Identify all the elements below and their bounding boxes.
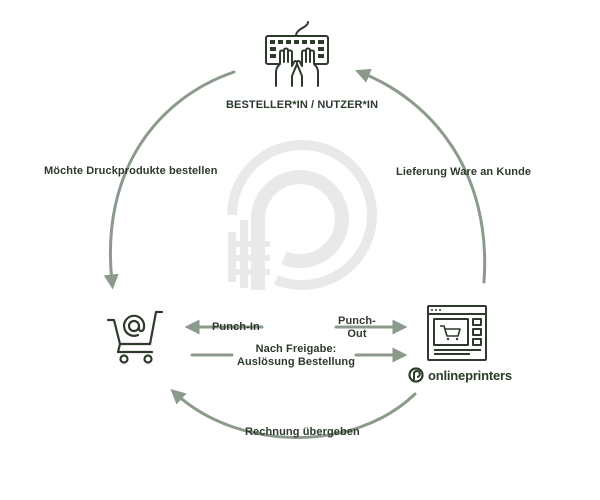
onlineprinters-brand: onlineprinters bbox=[408, 367, 512, 383]
buyer-label: BESTELLER*IN / NUTZER*IN bbox=[226, 99, 379, 111]
arrow-shop-to-buyer bbox=[355, 68, 487, 284]
shopping-cart-at-icon bbox=[106, 310, 164, 364]
arrow-shop-to-cart bbox=[170, 388, 417, 439]
web-shop-window-icon bbox=[427, 305, 487, 361]
watermark-logo-icon bbox=[227, 140, 377, 290]
edge-label-approval-line2: Auslösung Bestellung bbox=[236, 356, 356, 368]
edge-label-punch-out-line1: Punch- bbox=[338, 315, 376, 327]
onlineprinters-logo-icon bbox=[408, 367, 424, 383]
edge-label-approval-line1: Nach Freigabe: bbox=[255, 343, 337, 355]
edge-label-punch-in: Punch-In bbox=[212, 321, 260, 333]
edge-label-wants-order: Möchte Druckprodukte bestellen bbox=[44, 165, 218, 177]
brand-name: onlineprinters bbox=[428, 367, 512, 383]
edge-label-approval: Nach Freigabe: Auslösung Bestellung bbox=[226, 343, 366, 369]
keyboard-hands-icon bbox=[265, 21, 329, 87]
arrow-buyer-to-cart bbox=[103, 70, 236, 290]
edge-label-delivery: Lieferung Ware an Kunde bbox=[396, 166, 532, 178]
edge-label-punch-out-line2: Out bbox=[347, 328, 367, 340]
edge-label-invoice: Rechnung übergeben bbox=[245, 426, 360, 438]
edge-label-punch-out: Punch- Out bbox=[330, 315, 384, 341]
